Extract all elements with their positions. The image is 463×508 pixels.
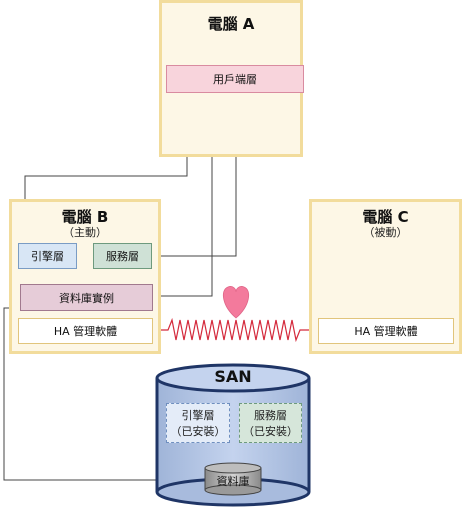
engine-installed-status: （已安裝）	[170, 425, 226, 438]
computer-c-subtitle: （被動）	[363, 226, 408, 239]
database-cylinder	[204, 462, 262, 496]
engine-layer: 引擎層	[18, 243, 77, 269]
engine-installed-label: 引擎層	[181, 409, 215, 422]
database-instance: 資料庫實例	[20, 284, 153, 311]
computer-b-subtitle: （主動）	[63, 226, 107, 239]
client-layer: 用戶端層	[166, 65, 304, 93]
service-layer-installed: 服務層 （已安裝）	[239, 403, 302, 443]
engine-layer-installed: 引擎層 （已安裝）	[166, 403, 230, 443]
service-layer: 服務層	[93, 243, 152, 269]
ha-software-c: HA 管理軟體	[318, 318, 454, 344]
computer-b-title: 電腦 B	[61, 208, 109, 226]
san-title: SAN	[214, 367, 252, 386]
heart-icon	[222, 286, 250, 319]
database-label: 資料庫	[216, 475, 250, 488]
heartbeat-line	[152, 317, 317, 343]
service-installed-label: 服務層	[254, 409, 287, 422]
client-to-db-instance-line	[152, 96, 213, 297]
service-installed-status: （已安裝）	[243, 425, 298, 438]
computer-a-title: 電腦 A	[207, 15, 255, 33]
computer-c-title: 電腦 C	[362, 208, 409, 226]
ha-software-b: HA 管理軟體	[18, 318, 153, 344]
